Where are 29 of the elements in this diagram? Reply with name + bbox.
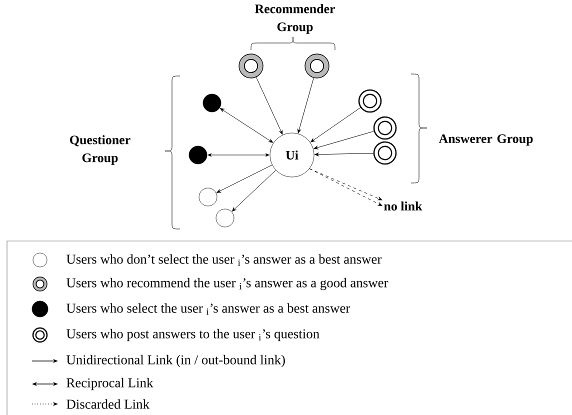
arrow (220, 108, 274, 143)
arrow (256, 76, 283, 134)
recommender-circle (238, 54, 264, 78)
legend-text: Discarded Link (66, 399, 150, 409)
arrow (310, 107, 361, 142)
answerer-circle (358, 89, 382, 113)
arrow (208, 153, 270, 157)
arrow (314, 131, 374, 150)
questioner-circle (198, 188, 218, 206)
arrow (232, 170, 276, 212)
legend-text: Reciprocal Link (66, 378, 154, 390)
arrow (298, 78, 314, 134)
questioner-circle (202, 94, 222, 112)
answerer-circle (373, 116, 397, 140)
arrow (216, 164, 272, 193)
group-label: Questioner Group (70, 135, 130, 165)
legend-text: Users who select the user $_{i}$’s answer as a best answer (66, 303, 350, 315)
legend-text: Users who don’t select the user $_{i}$’s answer as a best answer (66, 254, 382, 266)
legend-text: Unidirectional Link (in / out-bound link) (66, 354, 285, 368)
questioner-circle (216, 208, 234, 228)
arrow (314, 152, 374, 156)
answerer-circle (373, 141, 397, 165)
group-label: Recommender Group (254, 4, 335, 34)
legend-text: Users who recommend the user $_{i}$’s answer as a good answer (66, 278, 388, 290)
questioner-circle (188, 146, 208, 164)
group-label: Answerer Group (438, 134, 533, 146)
edge-label: no link (384, 201, 422, 211)
recommender-circle (304, 54, 330, 78)
legend-text: Users who post answers to the user $_{i}$’s question (66, 328, 320, 342)
